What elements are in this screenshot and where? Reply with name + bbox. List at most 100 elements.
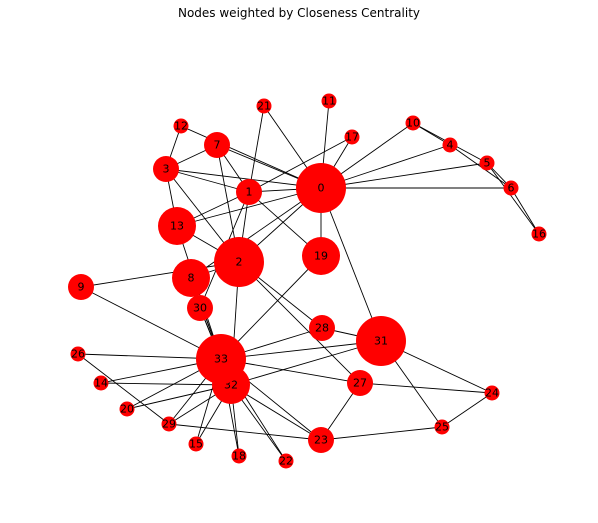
edge-0-12	[180, 125, 322, 189]
node-label-18: 18	[232, 450, 246, 463]
node-33: 33	[196, 334, 246, 384]
edge-0-31	[320, 187, 382, 342]
node-circle-16	[531, 226, 547, 242]
node-group: 0123456789101112131415161718192021222324…	[68, 93, 547, 469]
node-label-29: 29	[162, 418, 176, 431]
node-25: 25	[434, 419, 450, 435]
node-3: 3	[153, 156, 179, 182]
node-circle-33	[196, 334, 246, 384]
node-circle-30	[187, 295, 213, 321]
edge-26-29	[77, 353, 170, 425]
node-9: 9	[68, 274, 94, 300]
node-label-16: 16	[532, 228, 546, 241]
edge-31-33	[220, 340, 382, 360]
node-label-14: 14	[94, 377, 108, 390]
node-circle-17	[344, 129, 360, 145]
node-circle-27	[347, 370, 373, 396]
node-circle-0	[296, 163, 346, 213]
node-label-9: 9	[78, 281, 85, 294]
node-label-0: 0	[318, 182, 325, 195]
node-circle-26	[70, 346, 86, 362]
node-label-31: 31	[374, 335, 388, 348]
node-16: 16	[531, 226, 547, 242]
node-26: 26	[70, 346, 86, 362]
node-circle-1	[236, 179, 262, 205]
node-12: 12	[173, 118, 189, 134]
node-circle-22	[278, 453, 294, 469]
node-18: 18	[231, 448, 247, 464]
node-label-3: 3	[163, 163, 170, 176]
node-circle-2	[214, 237, 264, 287]
node-28: 28	[309, 315, 335, 341]
node-circle-20	[119, 401, 135, 417]
node-circle-5	[479, 155, 495, 171]
node-circle-14	[93, 375, 109, 391]
node-0: 0	[296, 163, 346, 213]
node-label-4: 4	[447, 139, 454, 152]
node-label-7: 7	[214, 139, 221, 152]
node-label-12: 12	[174, 120, 188, 133]
node-20: 20	[119, 401, 135, 417]
node-label-26: 26	[71, 348, 85, 361]
edge-23-25	[320, 426, 443, 441]
edge-1-17	[248, 136, 353, 193]
node-label-8: 8	[188, 272, 195, 285]
node-circle-15	[188, 436, 204, 452]
node-label-6: 6	[508, 182, 515, 195]
node-label-1: 1	[246, 186, 253, 199]
node-label-24: 24	[485, 387, 499, 400]
node-circle-6	[503, 180, 519, 196]
node-label-13: 13	[170, 220, 184, 233]
node-label-15: 15	[189, 438, 203, 451]
node-21: 21	[256, 98, 272, 114]
edge-5-16	[486, 162, 540, 235]
node-circle-13	[158, 207, 196, 245]
node-circle-8	[172, 259, 210, 297]
node-17: 17	[344, 129, 360, 145]
node-circle-29	[161, 416, 177, 432]
edge-31-32	[230, 340, 382, 386]
node-label-22: 22	[279, 455, 293, 468]
node-1: 1	[236, 179, 262, 205]
node-label-27: 27	[353, 377, 367, 390]
node-circle-24	[484, 385, 500, 401]
node-label-21: 21	[257, 100, 271, 113]
edge-1-21	[248, 105, 265, 193]
node-circle-10	[405, 115, 421, 131]
node-circle-11	[321, 93, 337, 109]
node-label-28: 28	[315, 322, 329, 335]
node-label-17: 17	[345, 131, 359, 144]
node-label-20: 20	[120, 403, 134, 416]
node-5: 5	[479, 155, 495, 171]
node-circle-12	[173, 118, 189, 134]
edge-24-27	[359, 382, 493, 394]
node-label-11: 11	[322, 95, 336, 108]
node-15: 15	[188, 436, 204, 452]
node-8: 8	[172, 259, 210, 297]
edge-2-9	[80, 261, 240, 288]
node-31: 31	[356, 316, 406, 366]
node-circle-4	[442, 137, 458, 153]
edge-9-33	[80, 286, 222, 360]
node-circle-9	[68, 274, 94, 300]
edge-1-3	[165, 168, 250, 193]
edge-23-29	[168, 423, 322, 441]
node-label-25: 25	[435, 421, 449, 434]
edge-2-27	[238, 261, 361, 384]
edge-14-32	[100, 382, 232, 386]
node-13: 13	[158, 207, 196, 245]
node-circle-28	[309, 315, 335, 341]
figure-title: Nodes weighted by Closeness Centrality	[177, 6, 421, 20]
edge-group	[77, 100, 540, 462]
node-10: 10	[405, 115, 421, 131]
edge-0-3	[165, 168, 322, 189]
node-circle-3	[153, 156, 179, 182]
node-11: 11	[321, 93, 337, 109]
node-circle-19	[302, 237, 340, 275]
node-circle-25	[434, 419, 450, 435]
node-circle-23	[308, 427, 334, 453]
node-label-19: 19	[314, 250, 328, 263]
edge-0-8	[190, 187, 322, 279]
node-19: 19	[302, 237, 340, 275]
